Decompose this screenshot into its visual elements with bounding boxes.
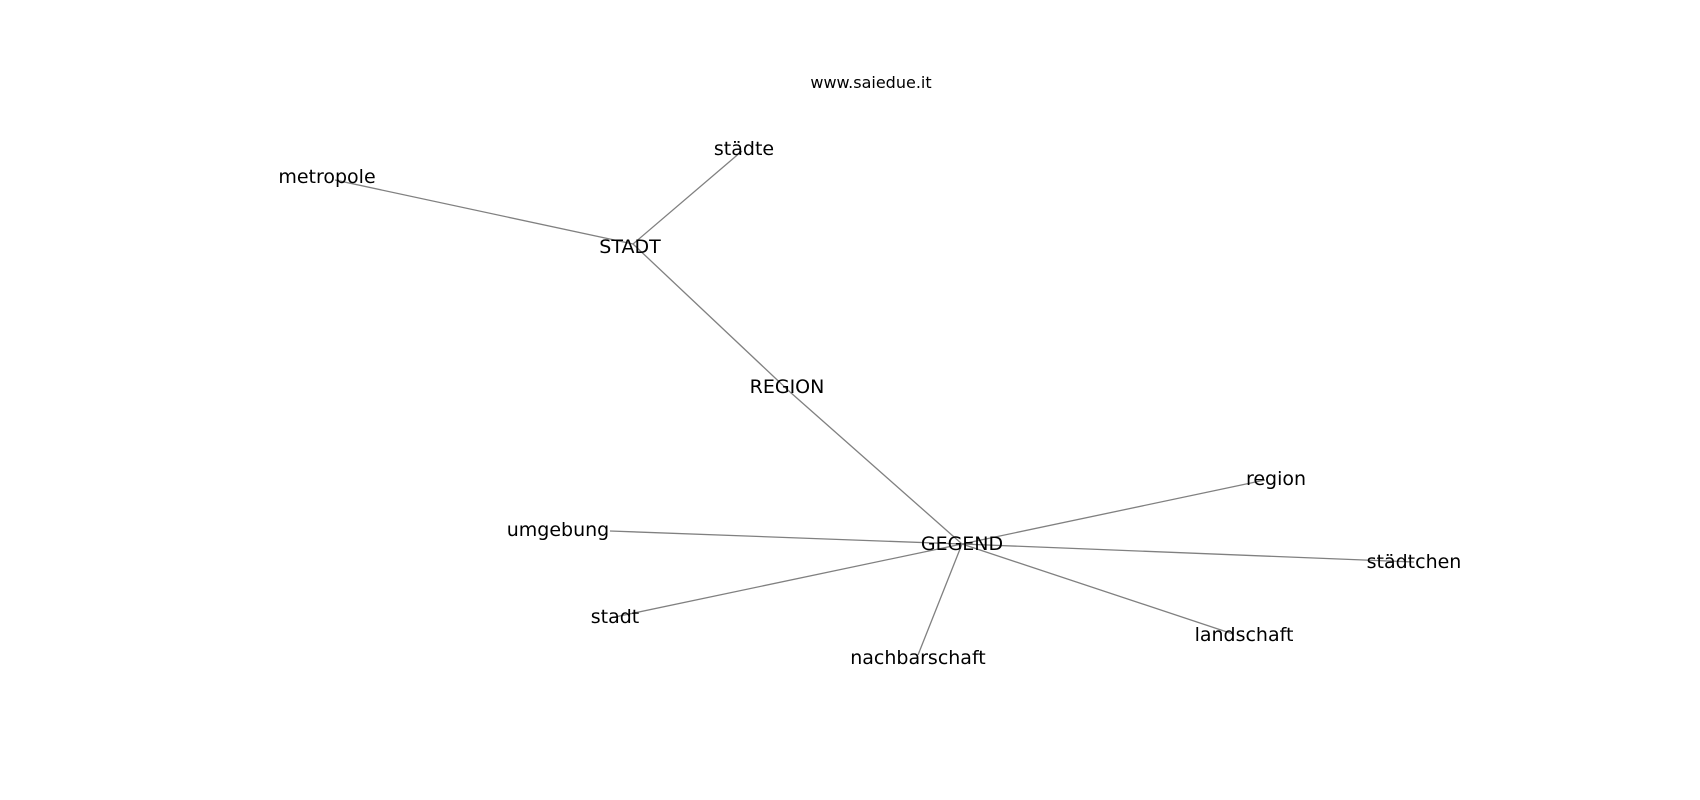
node-label-gegend-main: GEGEND bbox=[921, 533, 1003, 555]
node-label-staedte: städte bbox=[714, 138, 774, 160]
node-label-region: region bbox=[1246, 468, 1306, 490]
edge-gegend-landschaft bbox=[961, 543, 1234, 635]
node-label-nachbarschaft: nachbarschaft bbox=[850, 647, 986, 669]
edge-stadt-metropole bbox=[334, 179, 634, 245]
edge-gegend-umgebung bbox=[609, 530, 963, 545]
edge-gegend-stadt bbox=[614, 543, 963, 618]
node-layer: REGION STADT GEGEND metropole städte region um… bbox=[278, 138, 1461, 669]
node-label-stadt: stadt bbox=[591, 606, 640, 628]
node-label-region-main: REGION bbox=[750, 376, 825, 398]
watermark-text: www.saiedue.it bbox=[810, 73, 931, 92]
node-label-landschaft: landschaft bbox=[1195, 624, 1294, 646]
edge-gegend-staedtchen bbox=[961, 543, 1415, 563]
edge-region-gegend bbox=[789, 391, 963, 545]
node-label-umgebung: umgebung bbox=[507, 519, 610, 541]
edge-layer bbox=[334, 150, 1415, 656]
node-label-staedtchen: städtchen bbox=[1367, 551, 1462, 573]
edge-gegend-region bbox=[961, 479, 1266, 545]
edge-stadt-staedte bbox=[632, 150, 743, 245]
edge-region-stadt bbox=[632, 243, 791, 393]
edge-gegend-nachbarschaft bbox=[917, 543, 963, 656]
node-label-stadt-main: STADT bbox=[599, 236, 661, 258]
node-label-metropole: metropole bbox=[278, 166, 375, 188]
